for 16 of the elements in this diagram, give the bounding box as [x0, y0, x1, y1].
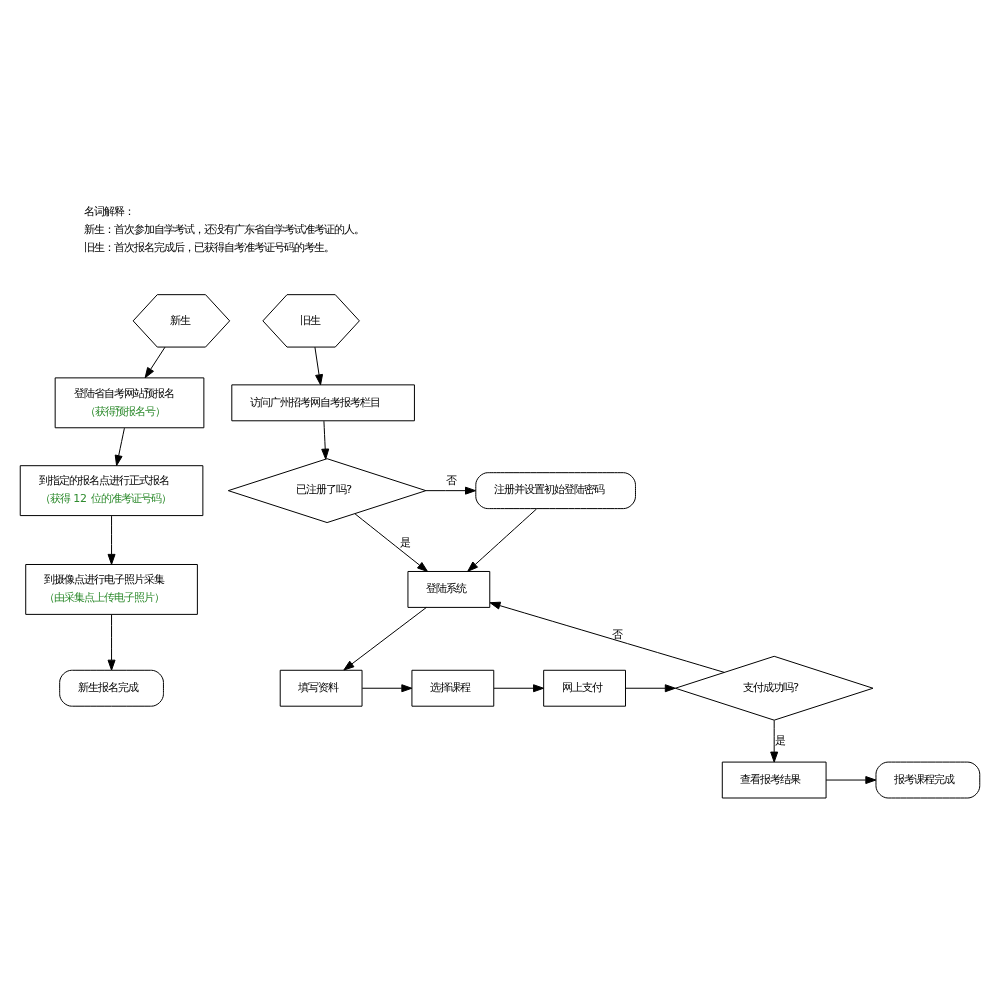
arrow: [770, 719, 779, 763]
arrow: [467, 508, 538, 572]
arrow: [425, 486, 476, 495]
arrow: [354, 513, 428, 572]
arrow: [489, 601, 725, 673]
arrow: [144, 346, 166, 379]
arrow: [321, 420, 330, 460]
arrow: [107, 515, 116, 565]
arrow: [493, 684, 545, 693]
arrow: [343, 607, 427, 671]
arrow: [107, 614, 116, 671]
arrow: [625, 684, 676, 693]
arrow: [314, 346, 324, 386]
arrow: [114, 427, 125, 466]
arrow: [825, 776, 877, 785]
arrow: [361, 684, 413, 693]
